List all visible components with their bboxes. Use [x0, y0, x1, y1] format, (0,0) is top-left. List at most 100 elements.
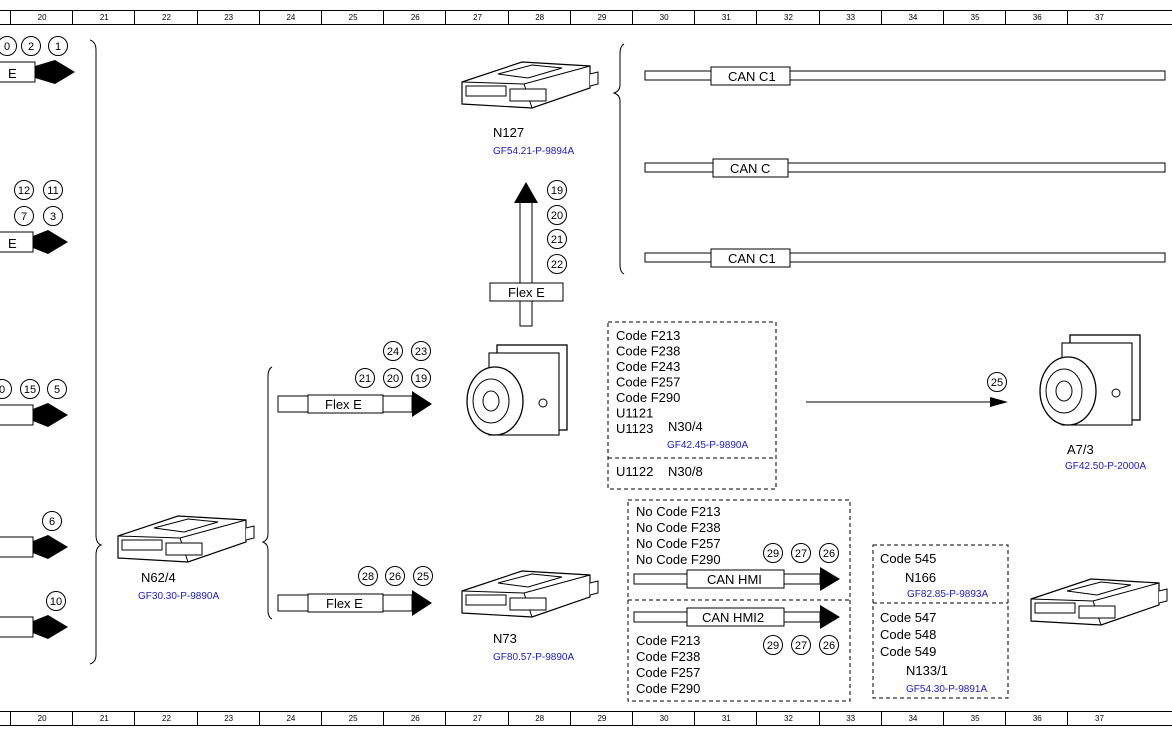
flex-e-arrow-top: Flex E	[277, 391, 432, 417]
svg-text:21: 21	[359, 373, 371, 385]
n30-code-line: Code F257	[616, 375, 680, 390]
connector-number: 0	[0, 36, 17, 56]
n73-label: N73	[493, 631, 517, 646]
connector-number: 21	[547, 229, 567, 249]
n30-alt-name: N30/8	[668, 464, 703, 479]
ruler-cell: 36	[1005, 11, 1068, 24]
flex-e-arrow-vertical: Flex E	[489, 182, 564, 327]
connector-number: 10	[46, 591, 66, 611]
n62-module	[117, 515, 255, 563]
n133-label: N133/1	[906, 663, 948, 678]
n166-code: Code 545	[880, 551, 936, 566]
n133-code-line: Code 549	[880, 644, 936, 659]
connector-number: 22	[547, 254, 567, 274]
ruler-cell: 26	[383, 11, 446, 24]
n30-code-line: Code F213	[616, 328, 680, 343]
n133-code-line: Code 547	[880, 610, 936, 625]
ruler-cell: 21	[72, 712, 135, 725]
ruler-cell: 33	[818, 712, 882, 725]
can-bracket	[612, 43, 625, 275]
ruler-cell: 28	[507, 11, 571, 24]
ruler-cell: 25	[321, 11, 384, 24]
connector-number: 19	[547, 180, 567, 200]
svg-text:26: 26	[823, 548, 835, 560]
n30-code-line: Code F238	[616, 344, 680, 359]
ruler-cell: 37	[1067, 11, 1130, 24]
n166-label: N166	[905, 570, 936, 585]
can-hmi-arrow: CAN HMI	[633, 567, 840, 591]
connector-number: 28	[358, 566, 378, 586]
right-module	[1030, 578, 1168, 626]
svg-text:11: 11	[47, 185, 58, 197]
connector-number: 27	[791, 543, 811, 563]
hmi-bottom-code-line: Code F213	[636, 633, 700, 648]
connector-number: 26	[385, 566, 405, 586]
ruler-cell: 24	[258, 11, 322, 24]
svg-text:27: 27	[795, 640, 807, 652]
ruler-cell: 37	[1067, 712, 1130, 725]
hmi-bottom-code-line: Code F257	[636, 665, 700, 680]
ruler-cell: 21	[72, 11, 135, 24]
connector-number: 23	[411, 341, 431, 361]
n127-link[interactable]: GF54.21-P-9894A	[493, 146, 574, 157]
svg-text:25: 25	[991, 377, 1003, 389]
connector-number: 29	[763, 543, 783, 563]
ruler-cell: 20	[10, 712, 73, 725]
svg-text:6: 6	[49, 516, 55, 528]
n166-n133-code-box	[872, 544, 1009, 699]
ruler-cell: 33	[818, 11, 882, 24]
middle-bracket	[261, 366, 273, 620]
left-arrow-2: E	[0, 230, 68, 254]
can-hmi-label: CAN HMI	[707, 572, 762, 587]
svg-text:10: 10	[50, 596, 62, 608]
ruler-cell: 22	[134, 11, 197, 24]
a7-link[interactable]: GF42.50-P-2000A	[1065, 461, 1146, 472]
n30-pump	[466, 344, 568, 436]
svg-text:7: 7	[21, 211, 27, 223]
left-arrow-4	[0, 535, 68, 559]
a7-pump	[1039, 334, 1141, 426]
ruler-cell: 24	[258, 712, 322, 725]
svg-text:3: 3	[50, 211, 56, 223]
ruler-cell: 35	[943, 712, 1006, 725]
ruler-cell: 27	[445, 712, 508, 725]
n133-link[interactable]: GF54.30-P-9891A	[906, 684, 987, 695]
ruler-cell: 31	[694, 11, 757, 24]
svg-text:29: 29	[767, 640, 779, 652]
n30-link[interactable]: GF42.45-P-9890A	[667, 440, 748, 451]
n30-alt-code: U1122	[616, 464, 653, 479]
ruler-cell: 34	[880, 712, 944, 725]
svg-text:29: 29	[767, 548, 779, 560]
svg-text:27: 27	[795, 548, 807, 560]
connector-number: 6	[42, 511, 62, 531]
connector-number: 2	[21, 36, 41, 56]
ruler-cell: 35	[943, 11, 1006, 24]
connector-number: 27	[791, 635, 811, 655]
flex-e-bottom-label: Flex E	[326, 596, 363, 611]
n133-code-line: Code 548	[880, 627, 936, 642]
svg-text:22: 22	[551, 259, 563, 271]
ruler-cell: 25	[321, 712, 384, 725]
svg-text:15: 15	[24, 384, 36, 396]
flex-e-vertical-label: Flex E	[508, 285, 545, 300]
can-hmi2-arrow: CAN HMI2	[633, 605, 840, 629]
hmi-top-code-line: No Code F290	[636, 552, 721, 567]
connector-number: 29	[763, 635, 783, 655]
n166-link[interactable]: GF82.85-P-9893A	[907, 589, 988, 600]
n30-code-line: U1123	[616, 421, 653, 436]
hmi-bottom-code-line: Code F238	[636, 649, 700, 664]
svg-text:28: 28	[362, 571, 374, 583]
ruler-cell: 29	[569, 11, 633, 24]
ruler-cell: 29	[569, 712, 633, 725]
n30-label: N30/4	[668, 419, 703, 434]
connector-number: 25	[987, 372, 1007, 392]
hmi-top-code-line: No Code F238	[636, 520, 721, 535]
hmi-bottom-code-line: Code F290	[636, 681, 700, 696]
n62-link[interactable]: GF30.30-P-9890A	[138, 591, 219, 602]
left-bracket	[89, 39, 103, 665]
ruler-cell: 36	[1005, 712, 1068, 725]
n62-label: N62/4	[141, 570, 176, 585]
left-arrow-3	[0, 403, 68, 427]
n73-link[interactable]: GF80.57-P-9890A	[493, 652, 574, 663]
